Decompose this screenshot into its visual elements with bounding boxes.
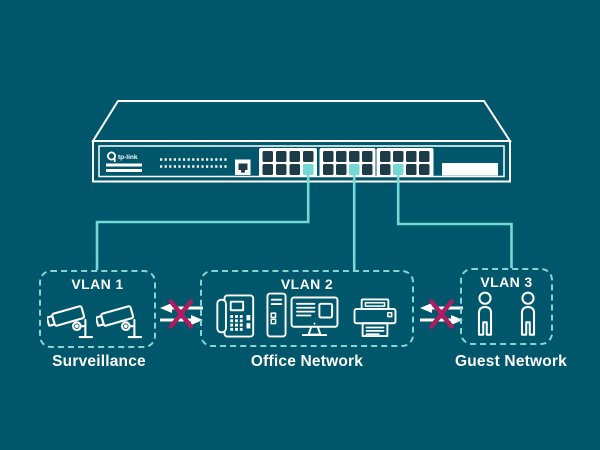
cctv-camera-icon [47, 305, 94, 339]
person-icon [477, 291, 493, 336]
vlan1-group: VLAN 1 [39, 270, 156, 348]
front-bar-1 [106, 163, 142, 167]
front-bar-2 [106, 169, 142, 172]
vlan3-network-label: Guest Network [455, 353, 567, 370]
person-icon [520, 291, 536, 336]
tp-link-logo: tp-link [107, 151, 138, 162]
vlan3-title: VLAN 3 [480, 274, 533, 290]
cctv-camera-icon [96, 305, 143, 339]
vlan2-network-label: Office Network [250, 353, 364, 370]
blank-module-plate [442, 163, 498, 176]
cable-vlan3 [396, 166, 513, 268]
vlan1-devices [41, 292, 154, 346]
brand-text: tp-link [118, 154, 138, 161]
network-switch: tp-link [91, 100, 512, 183]
port-group-3 [376, 148, 434, 177]
console-port [235, 159, 251, 175]
monitor-icon [290, 296, 339, 337]
vlan1-network-label: Surveillance [52, 353, 146, 370]
vlan2-title: VLAN 2 [280, 276, 334, 292]
vlan3-group: VLAN 3 [460, 268, 553, 345]
uplink-cables [95, 166, 513, 270]
pc-tower-icon [266, 292, 287, 338]
printer-icon [353, 298, 397, 338]
vlan2-group: VLAN 2 [200, 270, 414, 347]
switch-top-panel [91, 100, 512, 142]
cable-vlan1 [95, 166, 310, 270]
port-group-2 [319, 148, 376, 177]
console-jack-icon [238, 163, 248, 173]
blocked-x-icon [429, 299, 454, 329]
ip-phone-icon [216, 294, 255, 338]
blocked-x-icon [168, 299, 194, 329]
blocked-link-vlan2-vlan3-icon [420, 299, 463, 329]
tp-link-logo-icon [107, 151, 117, 161]
blocked-link-vlan1-vlan2-icon [160, 299, 203, 329]
vlan2-devices [202, 292, 412, 345]
vlan1-title: VLAN 1 [71, 276, 124, 292]
vlan3-devices [462, 290, 551, 343]
